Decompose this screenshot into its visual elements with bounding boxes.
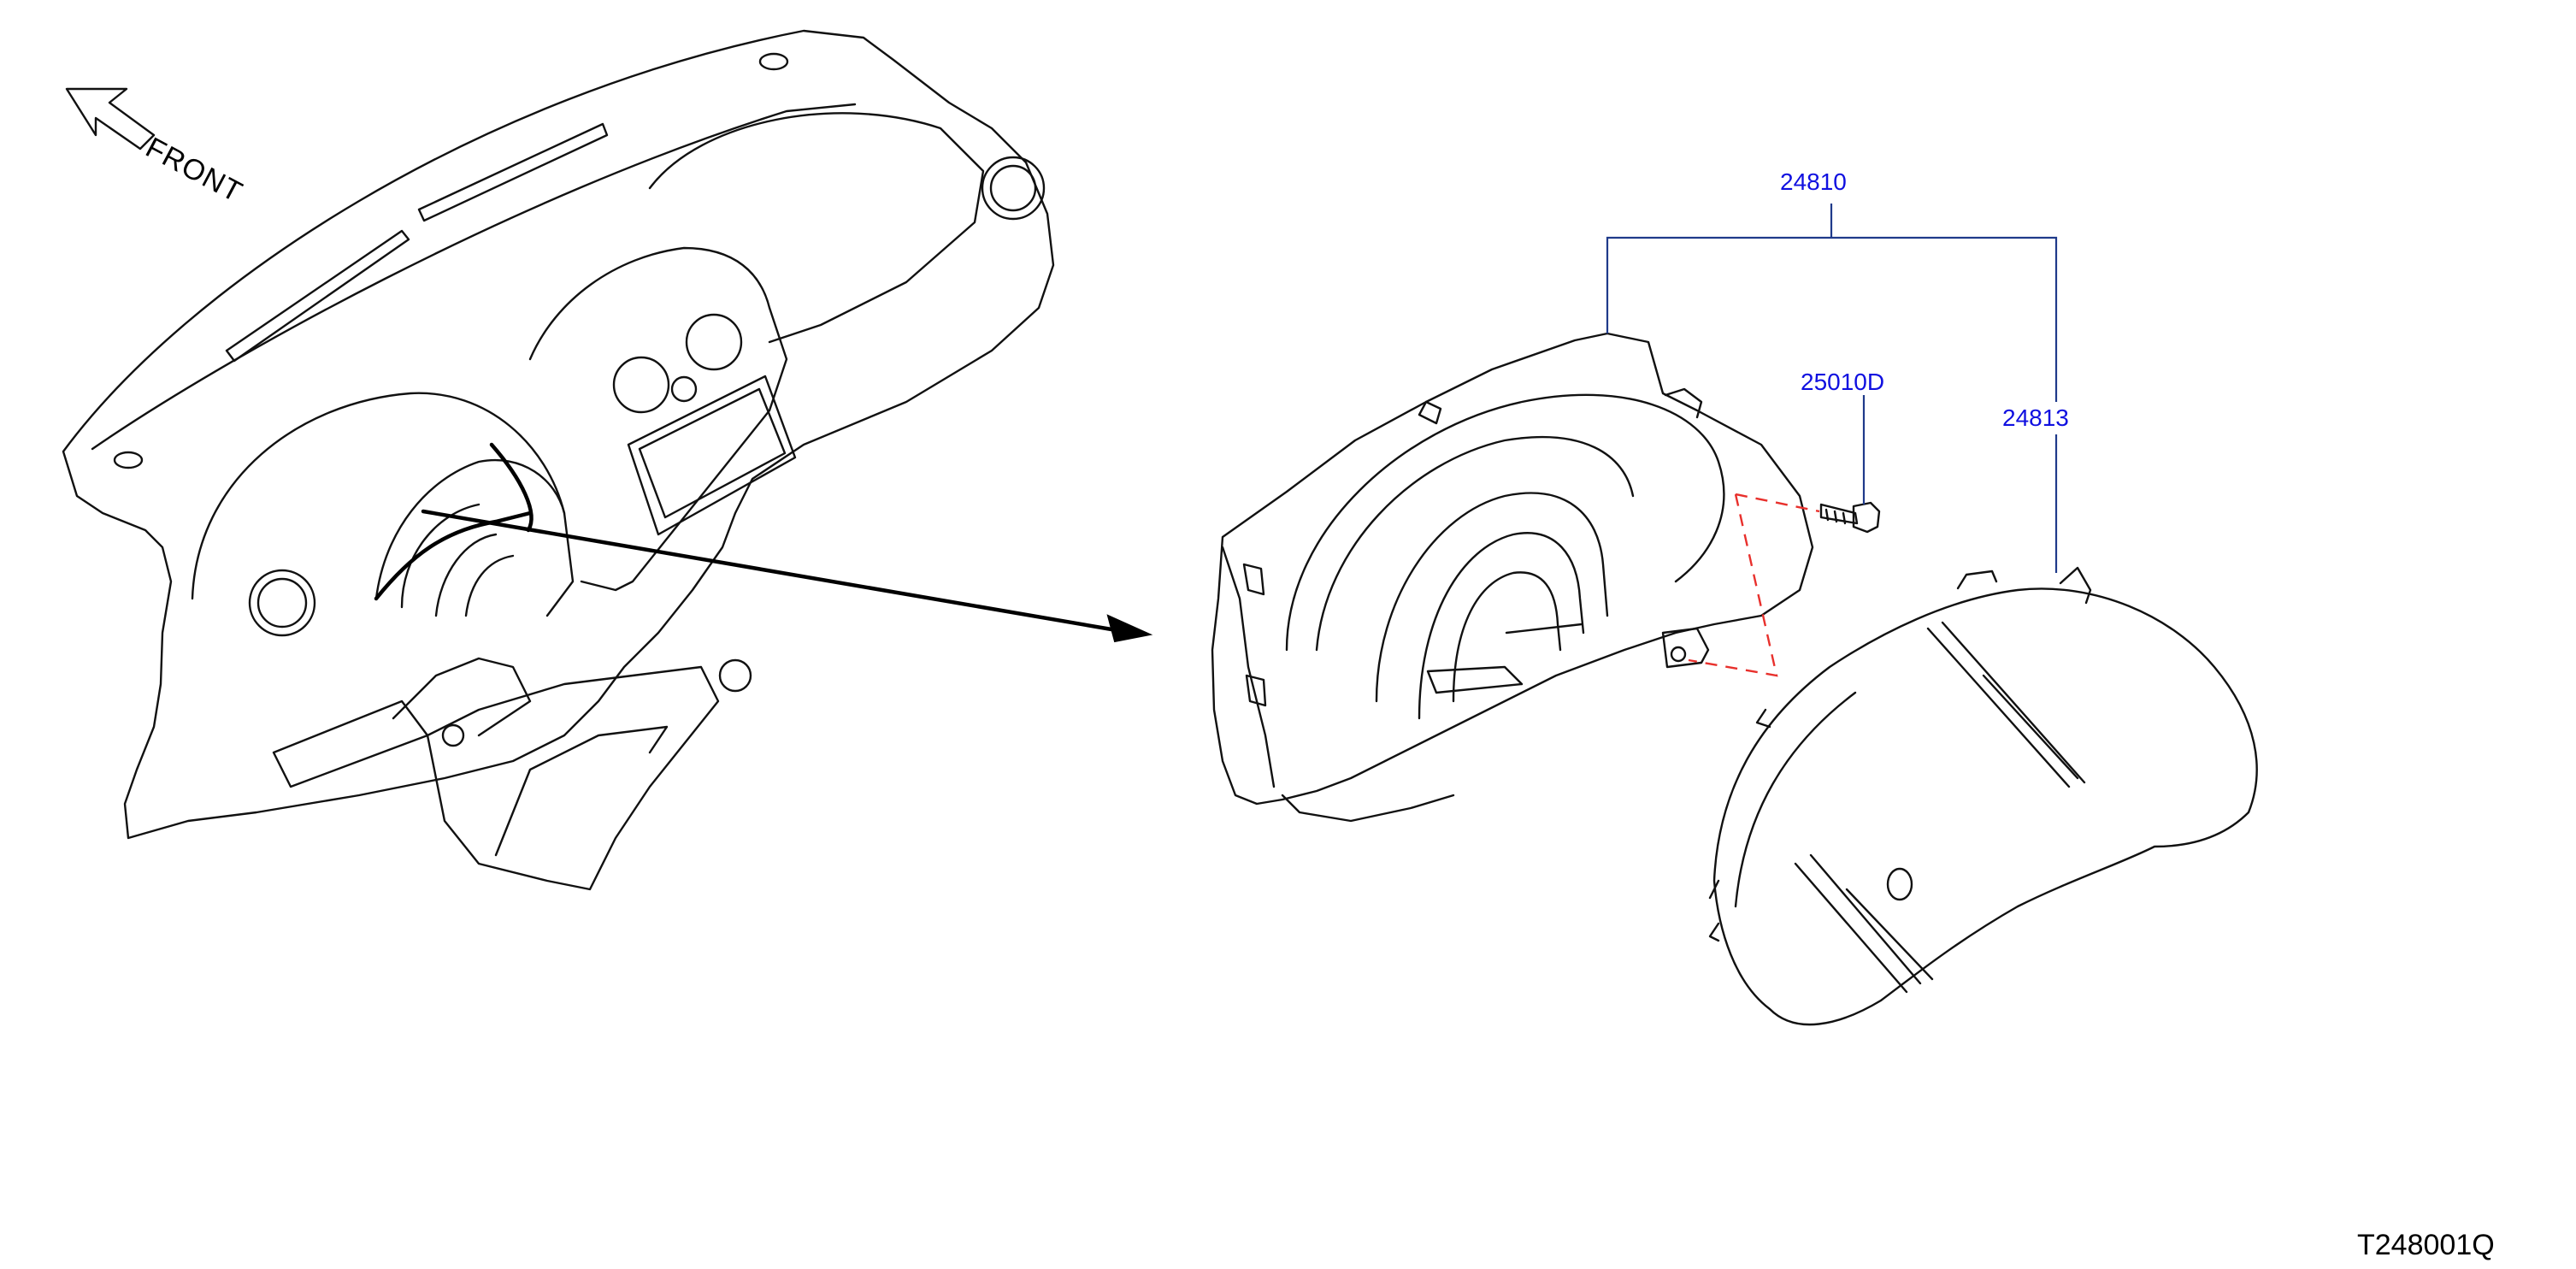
cluster-cover-illustration [1708,566,2258,1026]
front-direction-arrow-icon [65,87,156,151]
callout-24810: 24810 [1780,168,1847,195]
callout-leaders [1606,204,2058,573]
dashboard-illustration [62,29,1055,891]
removal-arrow [421,509,1153,643]
callout-24813: 24813 [2002,404,2069,431]
cluster-housing-illustration [1211,332,1814,823]
diagram-code: T248001Q [2357,1229,2495,1261]
front-label: FRONT [140,132,248,210]
screw-illustration [1819,501,1881,534]
installation-guide-dashed [1688,493,1820,677]
callout-25010D: 25010D [1801,369,1884,395]
